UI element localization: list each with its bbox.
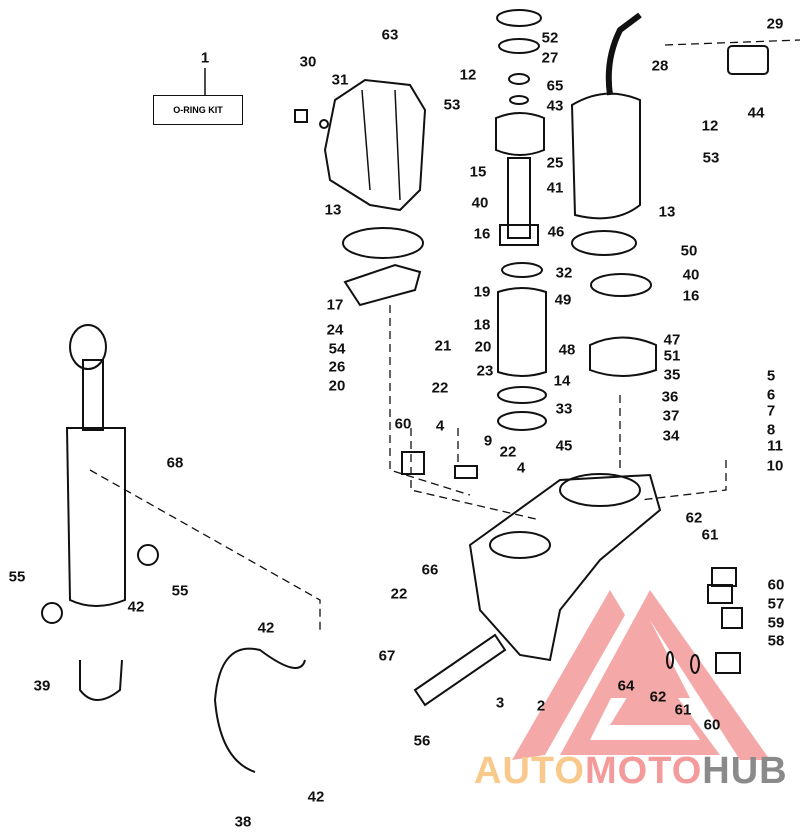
callout-label: 53 — [443, 96, 461, 114]
callout-label: 13 — [658, 203, 676, 221]
callout-label: 56 — [413, 732, 431, 750]
callout-label: 67 — [378, 647, 396, 665]
motor-cover — [323, 78, 427, 212]
callout-label: 10 — [766, 457, 784, 475]
callout-label: 8 — [766, 421, 776, 439]
callout-label: 29 — [766, 15, 784, 33]
callout-label: 62 — [649, 688, 667, 706]
callout-label: 17 — [326, 296, 344, 314]
callout-label: 48 — [558, 341, 576, 359]
callout-label: 47 — [663, 331, 681, 349]
callout-label: 44 — [747, 104, 765, 122]
callout-label: 60 — [394, 415, 412, 433]
callout-label: 16 — [473, 225, 491, 243]
callout-label: 66 — [421, 561, 439, 579]
callout-label: 68 — [166, 454, 184, 472]
callout-label: 15 — [469, 163, 487, 181]
callout-label: 61 — [674, 701, 692, 719]
callout-label: 12 — [459, 66, 477, 84]
callout-label: 41 — [546, 179, 564, 197]
callout-label: 63 — [381, 26, 399, 44]
callout-label: 12 — [701, 117, 719, 135]
watermark-auto: AUTO — [474, 750, 585, 792]
callout-label: 22 — [431, 379, 449, 397]
callout-label: 36 — [661, 388, 679, 406]
callout-label: 52 — [541, 29, 559, 47]
callout-label: 50 — [680, 242, 698, 260]
trim-cylinder — [65, 427, 126, 607]
callout-label: 55 — [8, 568, 26, 586]
callout-label: 22 — [390, 585, 408, 603]
callout-label: 1 — [200, 49, 210, 67]
callout-label: 20 — [474, 338, 492, 356]
callout-label: 30 — [299, 53, 317, 71]
callout-label: 3 — [495, 694, 505, 712]
callout-label: 34 — [662, 427, 680, 445]
callout-label: 11 — [767, 437, 783, 455]
callout-label: 42 — [307, 788, 325, 806]
callout-label: 65 — [546, 77, 564, 95]
callout-label: 14 — [553, 372, 571, 390]
callout-label: 25 — [546, 154, 564, 172]
watermark-moto: MOTO — [584, 750, 703, 792]
callout-label: 7 — [766, 402, 776, 420]
watermark-text: AUTOMOTOHUB — [474, 752, 788, 790]
callout-label: 38 — [234, 813, 252, 831]
o-ring-kit-box: O-RING KIT — [153, 95, 243, 125]
callout-label: 9 — [483, 432, 493, 450]
callout-label: 42 — [127, 598, 145, 616]
callout-label: 20 — [328, 377, 346, 395]
callout-label: 39 — [33, 677, 51, 695]
callout-label: 55 — [171, 582, 189, 600]
callout-label: 22 — [499, 443, 517, 461]
pump-housing — [468, 473, 662, 662]
callout-label: 49 — [554, 291, 572, 309]
callout-label: 13 — [324, 201, 342, 219]
callout-label: 27 — [541, 49, 559, 67]
callout-label: 60 — [767, 576, 785, 594]
watermark-logo — [512, 590, 770, 760]
callout-label: 42 — [257, 619, 275, 637]
callout-label: 4 — [435, 417, 445, 435]
callout-label: 23 — [476, 362, 494, 380]
callout-label: 59 — [767, 614, 785, 632]
callout-label: 19 — [473, 283, 491, 301]
callout-label: 5 — [766, 367, 776, 385]
callout-label: 33 — [555, 400, 573, 418]
callout-label: 32 — [555, 264, 573, 282]
callout-label: 18 — [473, 316, 491, 334]
callout-label: 54 — [328, 340, 346, 358]
callout-label: 58 — [767, 632, 785, 650]
callout-label: 28 — [651, 57, 669, 75]
callout-label: 35 — [663, 366, 681, 384]
callout-label: 57 — [767, 595, 785, 613]
callout-label: 6 — [766, 386, 776, 404]
callout-label: 62 — [685, 509, 703, 527]
callout-label: 37 — [662, 407, 680, 425]
callout-label: 4 — [516, 459, 526, 477]
callout-label: 24 — [326, 321, 344, 339]
callout-label: 2 — [536, 697, 546, 715]
callout-label: 26 — [328, 358, 346, 376]
callout-label: 21 — [434, 337, 452, 355]
callout-label: 53 — [702, 149, 720, 167]
callout-label: 45 — [555, 437, 573, 455]
pump-motor — [570, 92, 641, 220]
callout-label: 46 — [547, 223, 565, 241]
callout-label: 31 — [331, 71, 349, 89]
callout-label: 61 — [701, 526, 719, 544]
callout-label: 51 — [663, 347, 681, 365]
watermark-hub: HUB — [702, 750, 788, 792]
callout-label: 64 — [617, 677, 635, 695]
callout-label: 40 — [682, 266, 700, 284]
callout-label: 60 — [703, 716, 721, 734]
callout-label: 16 — [682, 287, 700, 305]
callout-label: 43 — [546, 97, 564, 115]
callout-label: 40 — [471, 194, 489, 212]
